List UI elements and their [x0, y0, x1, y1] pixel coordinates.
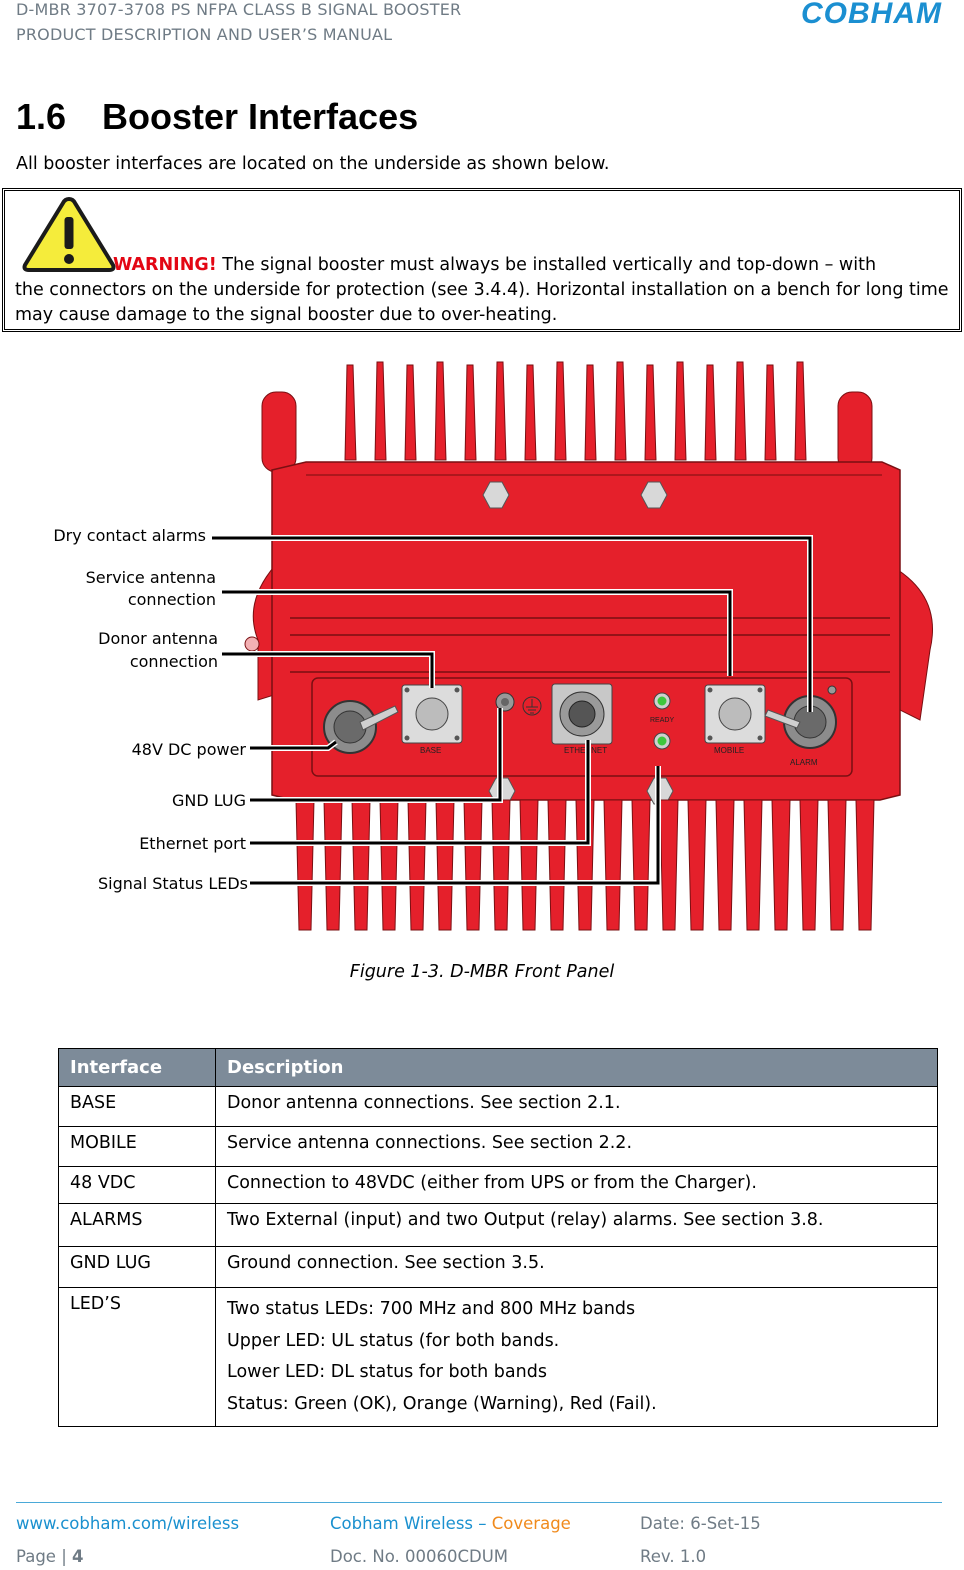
section-number: 1.6	[16, 96, 67, 137]
callout-48v-dc-power: 48V DC power	[132, 740, 247, 759]
callout-donor-antenna-2: connection	[130, 652, 218, 671]
table-row: LED’S Two status LEDs: 700 MHz and 800 M…	[58, 1287, 938, 1427]
table-cell-interface: ALARMS	[58, 1203, 216, 1247]
led-desc-line: Lower LED: DL status for both bands	[227, 1362, 547, 1382]
table-header-description: Description	[215, 1048, 938, 1087]
table-row: BASE Donor antenna connections. See sect…	[58, 1086, 938, 1127]
front-heatsink-fins	[295, 799, 875, 931]
callout-service-antenna-2: connection	[128, 590, 216, 609]
callout-signal-status-leds: Signal Status LEDs	[98, 874, 248, 893]
rear-heatsink-fins	[344, 361, 807, 461]
table-row: 48 VDC Connection to 48VDC (either from …	[58, 1166, 938, 1204]
callout-donor-antenna-1: Donor antenna	[98, 629, 218, 648]
table-cell-interface: LED’S	[58, 1287, 216, 1427]
interface-table: Interface Description BASE Donor antenna…	[58, 1048, 938, 1427]
led-desc-line: Upper LED: UL status (for both bands.	[227, 1330, 560, 1351]
warning-rest: the connectors on the underside for prot…	[15, 280, 949, 325]
footer-revision: Rev. 1.0	[640, 1547, 707, 1566]
top-right-bracket	[837, 391, 873, 473]
panel-label-ready: READY	[650, 717, 674, 724]
table-cell-description: Two status LEDs: 700 MHz and 800 MHz ban…	[215, 1287, 938, 1427]
warning-box: WARNING! The signal booster must always …	[2, 188, 962, 332]
figure-caption: Figure 1-3. D-MBR Front Panel	[349, 962, 615, 982]
table-header-interface: Interface	[58, 1048, 216, 1087]
section-title: Booster Interfaces	[102, 96, 419, 137]
table-cell-interface: BASE	[58, 1086, 216, 1127]
header-doc-title: D-MBR 3707-3708 PS NFPA CLASS B SIGNAL B…	[16, 0, 462, 19]
footer-rule	[16, 1502, 942, 1503]
table-cell-description: Two External (input) and two Output (rel…	[215, 1203, 938, 1247]
ground-symbol-icon	[522, 696, 542, 716]
footer-doc-number: Doc. No. 00060CDUM	[330, 1547, 509, 1566]
table-cell-interface: GND LUG	[58, 1246, 216, 1288]
table-cell-interface: MOBILE	[58, 1126, 216, 1167]
warning-lead: The signal booster must always be instal…	[216, 255, 877, 275]
panel-label-mobile: MOBILE	[714, 746, 744, 755]
intro-text: All booster interfaces are located on th…	[16, 154, 610, 174]
callout-ethernet-port: Ethernet port	[139, 834, 246, 853]
section-heading: 1.6 Booster Interfaces	[16, 96, 418, 138]
panel-label-base: BASE	[420, 746, 441, 755]
footer-dash: –	[473, 1514, 492, 1533]
front-panel-figure: BASE ETHERNET READY MOBILE ALARM	[53, 361, 933, 931]
footer-page-number: 4	[72, 1547, 84, 1566]
callout-lines	[212, 535, 813, 886]
table-header-row: Interface Description	[58, 1048, 938, 1087]
callout-dry-contact-alarms: Dry contact alarms	[53, 526, 206, 545]
footer-website-link[interactable]: www.cobham.com/wireless	[16, 1514, 240, 1533]
panel-label-alarm: ALARM	[790, 758, 818, 767]
led-desc-line: Status: Green (OK), Orange (Warning), Re…	[227, 1393, 657, 1414]
callout-gnd-lug: GND LUG	[172, 791, 246, 810]
table-cell-interface: 48 VDC	[58, 1166, 216, 1204]
table-row: GND LUG Ground connection. See section 3…	[58, 1246, 938, 1288]
table-cell-description: Ground connection. See section 3.5.	[215, 1246, 938, 1288]
footer-date: Date: 6-Set-15	[640, 1514, 761, 1533]
led-desc-line: Two status LEDs: 700 MHz and 800 MHz ban…	[227, 1299, 636, 1319]
table-row: MOBILE Service antenna connections. See …	[58, 1126, 938, 1167]
footer-company-name: Cobham Wireless	[330, 1514, 474, 1533]
warning-label: WARNING!	[113, 255, 217, 275]
warning-text: WARNING! The signal booster must always …	[15, 253, 949, 328]
left-mount-hole	[244, 636, 260, 652]
table-cell-description: Service antenna connections. See section…	[215, 1126, 938, 1167]
table-cell-description: Donor antenna connections. See section 2…	[215, 1086, 938, 1127]
footer-company: Cobham Wireless – Coverage	[330, 1514, 571, 1533]
cobham-logo: COBHAM	[801, 0, 942, 30]
footer-page: Page | 4	[16, 1547, 83, 1566]
svg-text:COBHAM: COBHAM	[801, 0, 942, 30]
top-left-bracket	[261, 391, 297, 473]
header-doc-subtitle: PRODUCT DESCRIPTION AND USER’S MANUAL	[16, 25, 393, 44]
warning-triangle-icon	[22, 196, 116, 272]
table-row: ALARMS Two External (input) and two Outp…	[58, 1203, 938, 1247]
footer-page-label: Page |	[16, 1547, 72, 1566]
callout-service-antenna-1: Service antenna	[86, 568, 216, 587]
table-cell-description: Connection to 48VDC (either from UPS or …	[215, 1166, 938, 1204]
footer-coverage: Coverage	[491, 1514, 571, 1533]
